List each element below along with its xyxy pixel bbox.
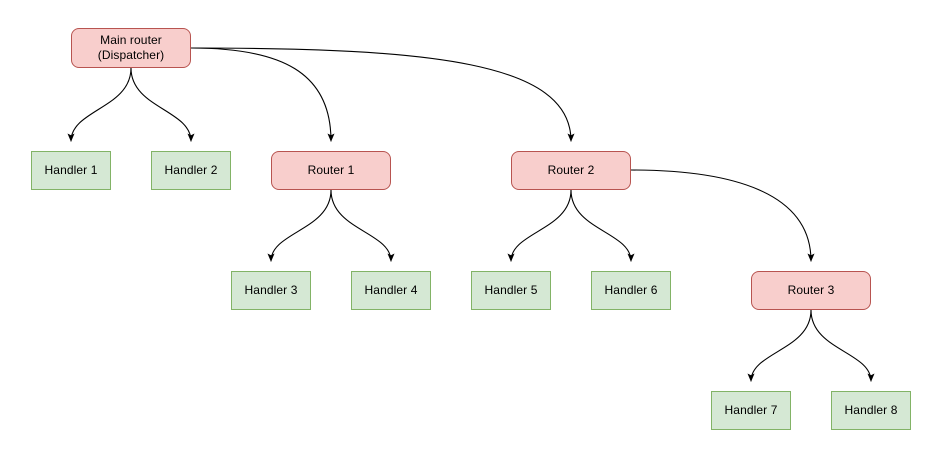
node-label-handler-7: Handler 7 <box>724 403 778 417</box>
node-label-router-2: Router 2 <box>547 163 595 177</box>
edge-router-2-to-handler-5 <box>507 189 572 262</box>
edge-paths <box>67 47 875 382</box>
node-label-main-router: Main router (Dispatcher) <box>97 33 165 62</box>
edge-router-1-to-handler-3 <box>267 189 332 262</box>
node-handler-3[interactable]: Handler 3 <box>231 271 311 310</box>
node-router-2[interactable]: Router 2 <box>511 151 631 190</box>
node-label-handler-6: Handler 6 <box>604 283 658 297</box>
edge-router-1-to-handler-4 <box>330 189 395 262</box>
node-handler-8[interactable]: Handler 8 <box>831 391 911 430</box>
edge-router-2-to-router-3 <box>630 169 815 262</box>
node-router-1[interactable]: Router 1 <box>271 151 391 190</box>
node-label-router-1: Router 1 <box>307 163 355 177</box>
node-label-handler-4: Handler 4 <box>364 283 418 297</box>
node-handler-4[interactable]: Handler 4 <box>351 271 431 310</box>
node-label-router-3: Router 3 <box>787 283 835 297</box>
node-router-3[interactable]: Router 3 <box>751 271 871 310</box>
edge-router-3-to-handler-8 <box>810 309 875 382</box>
node-handler-6[interactable]: Handler 6 <box>591 271 671 310</box>
node-label-handler-1: Handler 1 <box>44 163 98 177</box>
node-handler-2[interactable]: Handler 2 <box>151 151 231 190</box>
node-handler-1[interactable]: Handler 1 <box>31 151 111 190</box>
edge-main-to-router-1 <box>190 47 335 142</box>
node-handler-5[interactable]: Handler 5 <box>471 271 551 310</box>
edge-router-3-to-handler-7 <box>747 309 812 382</box>
edge-router-2-to-handler-6 <box>570 189 635 262</box>
node-main-router[interactable]: Main router (Dispatcher) <box>71 28 191 68</box>
edge-main-to-handler-2 <box>130 67 195 142</box>
node-label-handler-2: Handler 2 <box>164 163 218 177</box>
node-label-handler-8: Handler 8 <box>844 403 898 417</box>
node-label-handler-3: Handler 3 <box>244 283 298 297</box>
node-label-handler-5: Handler 5 <box>484 283 538 297</box>
edge-main-to-handler-1 <box>67 67 132 142</box>
edge-main-to-router-2 <box>190 47 575 142</box>
node-handler-7[interactable]: Handler 7 <box>711 391 791 430</box>
